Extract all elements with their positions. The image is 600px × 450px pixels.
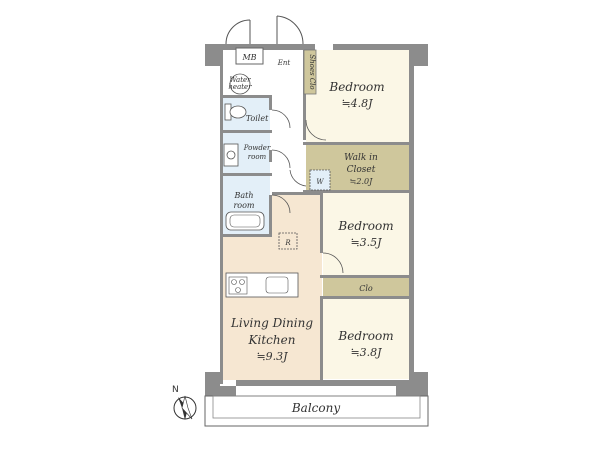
bath-room-label-2: room — [233, 201, 254, 210]
kitchen-sink — [265, 276, 289, 294]
shoe-closet-label: Shoes Clo — [308, 54, 316, 89]
ldk-area: ≒9.3J — [256, 350, 288, 363]
bathtub-inner — [229, 214, 261, 228]
bedroom-2-floor — [323, 193, 409, 275]
bedroom-2-label: Bedroom — [337, 219, 393, 233]
closet-label: Clo — [359, 284, 373, 293]
compass-icon: N — [172, 385, 197, 420]
walk-in-closet-label-1: Walk in — [344, 153, 378, 163]
walls — [205, 44, 428, 396]
powder-door — [271, 149, 291, 169]
bedroom-1-area: ≒4.8J — [341, 97, 373, 110]
water-heater-label-2: heater — [228, 83, 252, 91]
washing-machine-label: W — [316, 178, 324, 186]
bedroom-3-area: ≒3.8J — [350, 346, 382, 359]
sink-icon — [226, 150, 236, 160]
stove — [228, 276, 248, 295]
burner-3 — [235, 287, 241, 293]
balcony-railing — [212, 395, 421, 419]
hall-door — [289, 169, 307, 187]
entrance-doors — [225, 15, 304, 45]
shoe-closet — [303, 49, 317, 95]
ldk-label-1: Living Dining — [230, 316, 313, 330]
toilet-bowl — [229, 105, 247, 119]
bedroom-1-door — [305, 119, 327, 141]
bedroom-3-floor — [323, 299, 409, 379]
toilet-label: Toilet — [246, 114, 269, 123]
washbasin — [223, 143, 239, 167]
water-heater — [229, 73, 251, 95]
mb-box — [235, 47, 264, 65]
balcony-label: Balcony — [291, 401, 340, 415]
bedroom-2-area: ≒3.5J — [350, 236, 382, 249]
powder-room-label-2: room — [248, 153, 267, 161]
entrance-label: Ent — [277, 59, 291, 67]
bath-door — [271, 194, 291, 214]
burner-2 — [239, 279, 245, 285]
bathtub — [225, 211, 265, 231]
walk-in-closet-area: ≒2.0J — [350, 177, 373, 186]
bedroom-3-label: Bedroom — [337, 329, 393, 343]
burner-1 — [231, 279, 237, 285]
bath-room-label-1: Bath — [233, 191, 253, 200]
toilet-door — [271, 109, 291, 129]
kitchen-counter — [225, 272, 299, 298]
refrigerator-label: R — [284, 239, 291, 247]
bedroom-2-door — [322, 252, 344, 274]
walk-in-closet-label-2: Closet — [347, 165, 376, 175]
balcony — [204, 395, 429, 427]
bedroom-1-floor — [306, 50, 409, 142]
water-heater-label-1: Water — [229, 76, 251, 84]
ldk-label-2: Kitchen — [248, 333, 296, 347]
bedroom-1-label: Bedroom — [328, 80, 384, 94]
refrigerator-space — [278, 232, 298, 250]
powder-room-label-1: Powder — [243, 144, 271, 152]
washing-machine — [309, 169, 331, 191]
compass-north-label: N — [172, 385, 179, 395]
closet-floor — [323, 278, 409, 296]
mb-label: MB — [241, 53, 256, 62]
